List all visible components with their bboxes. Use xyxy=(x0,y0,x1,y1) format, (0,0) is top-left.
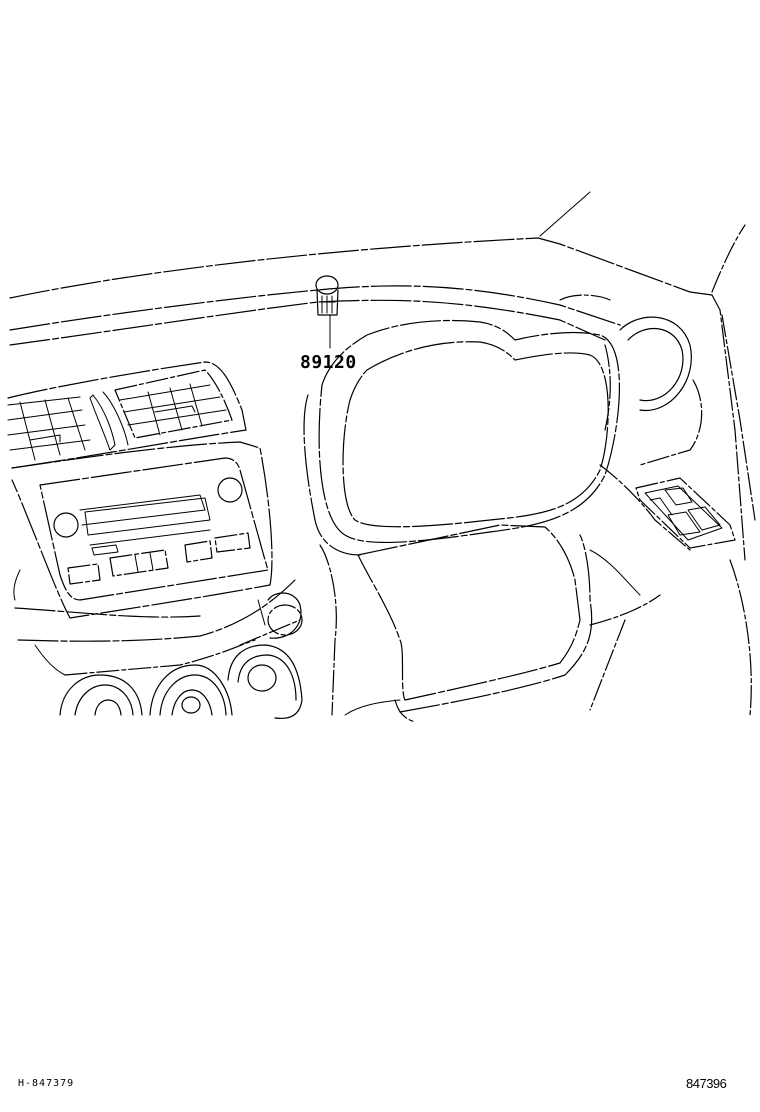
audio-unit xyxy=(11,441,273,619)
sensor-part-89120[interactable] xyxy=(315,275,339,316)
part-number-label[interactable]: 89120 xyxy=(300,352,357,373)
right-vent xyxy=(559,294,703,466)
switch-panel xyxy=(635,477,736,549)
lower-left-dash xyxy=(13,569,296,676)
center-air-vents xyxy=(7,361,247,469)
small-vent xyxy=(257,592,303,639)
figure-number: 847396 xyxy=(686,1076,727,1091)
instrument-cluster-hood xyxy=(303,319,621,556)
lower-dials xyxy=(59,619,303,720)
center-console xyxy=(319,464,752,723)
dash-top-outline xyxy=(9,191,756,561)
illustration-id: H-847379 xyxy=(18,1078,75,1089)
